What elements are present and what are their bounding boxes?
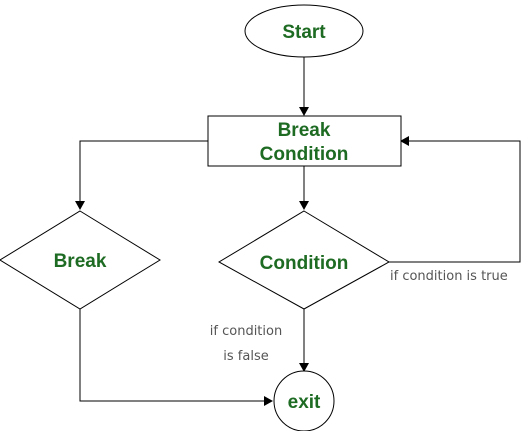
start-label: Start — [282, 22, 326, 43]
break-diamond — [0, 210, 161, 310]
node-break-condition: Break Condition — [207, 115, 402, 167]
break-condition-rect — [207, 115, 402, 167]
edge-label-false-line1: if condition — [210, 324, 282, 339]
exit-circle — [273, 370, 335, 431]
edges — [75, 57, 521, 406]
node-break: Break — [0, 210, 161, 310]
edge-condition-true-loop — [389, 140, 521, 263]
start-ellipse — [244, 4, 364, 58]
condition-label: Condition — [260, 253, 349, 274]
break-condition-label-line2: Condition — [260, 144, 349, 165]
arrowhead-break-to-exit — [264, 396, 273, 406]
arrowhead-break-condition-to-condition — [299, 201, 309, 210]
break-label: Break — [54, 251, 107, 272]
arrowhead-start-to-break-condition — [299, 107, 309, 116]
node-exit: exit — [273, 370, 335, 431]
edge-break-condition-to-break — [79, 140, 208, 203]
break-condition-label-line1: Break — [278, 120, 331, 141]
edge-break-to-exit — [79, 309, 266, 402]
edge-label-true: if condition is true — [390, 269, 508, 284]
arrowhead-condition-true-loop — [400, 136, 409, 146]
node-start: Start — [244, 4, 364, 58]
exit-label: exit — [288, 392, 321, 413]
edge-label-false-line2: is false — [223, 349, 268, 364]
condition-diamond — [217, 210, 391, 310]
arrowhead-condition-to-exit — [299, 363, 309, 372]
arrowhead-break-condition-to-break — [75, 201, 85, 210]
node-condition: Condition — [217, 210, 391, 310]
